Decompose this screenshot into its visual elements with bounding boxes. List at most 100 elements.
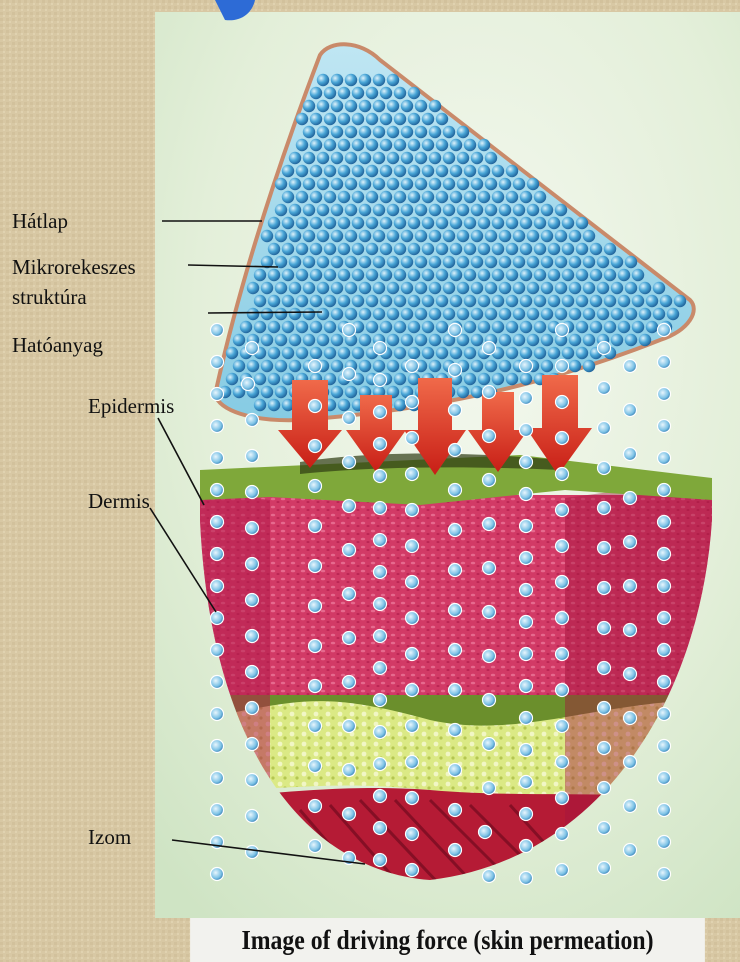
microcompartment-sphere bbox=[576, 217, 588, 229]
microcompartment-sphere bbox=[296, 269, 308, 281]
microcompartment-sphere bbox=[373, 100, 385, 112]
drug-particle bbox=[211, 644, 224, 657]
drug-particle bbox=[624, 360, 637, 373]
microcompartment-sphere bbox=[359, 100, 371, 112]
drug-particle bbox=[520, 488, 533, 501]
drug-particle bbox=[211, 388, 224, 401]
microcompartment-sphere bbox=[548, 295, 560, 307]
microcompartment-sphere bbox=[317, 178, 329, 190]
drug-particle bbox=[624, 448, 637, 461]
microcompartment-sphere bbox=[317, 74, 329, 86]
microcompartment-sphere bbox=[541, 360, 553, 372]
microcompartment-sphere bbox=[485, 256, 497, 268]
microcompartment-sphere bbox=[345, 386, 357, 398]
microcompartment-sphere bbox=[247, 282, 259, 294]
microcompartment-sphere bbox=[345, 126, 357, 138]
microcompartment-sphere bbox=[331, 256, 343, 268]
drug-particle bbox=[449, 404, 462, 417]
microcompartment-sphere bbox=[464, 373, 476, 385]
microcompartment-sphere bbox=[527, 282, 539, 294]
microcompartment-sphere bbox=[534, 321, 546, 333]
microcompartment-sphere bbox=[310, 87, 322, 99]
drug-particle bbox=[624, 536, 637, 549]
microcompartment-sphere bbox=[590, 295, 602, 307]
microcompartment-sphere bbox=[478, 165, 490, 177]
microcompartment-sphere bbox=[310, 191, 322, 203]
microcompartment-sphere bbox=[422, 165, 434, 177]
microcompartment-sphere bbox=[331, 204, 343, 216]
drug-particle bbox=[246, 666, 259, 679]
microcompartment-sphere bbox=[422, 269, 434, 281]
microcompartment-sphere bbox=[317, 100, 329, 112]
microcompartment-sphere bbox=[296, 295, 308, 307]
microcompartment-sphere bbox=[331, 152, 343, 164]
microcompartment-sphere bbox=[289, 178, 301, 190]
microcompartment-sphere bbox=[408, 165, 420, 177]
microcompartment-sphere bbox=[303, 126, 315, 138]
microcompartment-sphere bbox=[457, 126, 469, 138]
microcompartment-sphere bbox=[513, 178, 525, 190]
drug-particle bbox=[211, 452, 224, 465]
microcompartment-sphere bbox=[506, 269, 518, 281]
microcompartment-sphere bbox=[289, 204, 301, 216]
drug-particle bbox=[406, 576, 419, 589]
microcompartment-sphere bbox=[520, 269, 532, 281]
drug-particle bbox=[624, 668, 637, 681]
drug-particle bbox=[449, 764, 462, 777]
microcompartment-sphere bbox=[443, 178, 455, 190]
drug-particle bbox=[309, 720, 322, 733]
microcompartment-sphere bbox=[331, 282, 343, 294]
microcompartment-sphere bbox=[534, 243, 546, 255]
drug-particle bbox=[520, 424, 533, 437]
microcompartment-sphere bbox=[352, 347, 364, 359]
drug-particle bbox=[343, 324, 356, 337]
drug-particle bbox=[374, 726, 387, 739]
drug-particle bbox=[483, 342, 496, 355]
microcompartment-sphere bbox=[296, 347, 308, 359]
microcompartment-sphere bbox=[331, 360, 343, 372]
drug-particle bbox=[343, 808, 356, 821]
drug-particle bbox=[449, 324, 462, 337]
microcompartment-sphere bbox=[387, 308, 399, 320]
microcompartment-sphere bbox=[478, 191, 490, 203]
microcompartment-sphere bbox=[569, 308, 581, 320]
microcompartment-sphere bbox=[597, 308, 609, 320]
drug-particle bbox=[556, 324, 569, 337]
microcompartment-sphere bbox=[324, 87, 336, 99]
microcompartment-sphere bbox=[464, 139, 476, 151]
microcompartment-sphere bbox=[485, 204, 497, 216]
drug-particle bbox=[483, 738, 496, 751]
microcompartment-sphere bbox=[331, 126, 343, 138]
microcompartment-sphere bbox=[506, 321, 518, 333]
microcompartment-sphere bbox=[310, 243, 322, 255]
microcompartment-sphere bbox=[394, 165, 406, 177]
microcompartment-sphere bbox=[471, 204, 483, 216]
microcompartment-sphere bbox=[254, 269, 266, 281]
microcompartment-sphere bbox=[310, 321, 322, 333]
microcompartment-sphere bbox=[387, 126, 399, 138]
drug-particle bbox=[658, 452, 671, 465]
microcompartment-sphere bbox=[534, 295, 546, 307]
drug-particle bbox=[658, 388, 671, 401]
microcompartment-sphere bbox=[555, 308, 567, 320]
drug-particle bbox=[556, 360, 569, 373]
microcompartment-sphere bbox=[527, 178, 539, 190]
microcompartment-sphere bbox=[359, 230, 371, 242]
microcompartment-sphere bbox=[359, 204, 371, 216]
drug-particle bbox=[246, 702, 259, 715]
drug-particle bbox=[309, 520, 322, 533]
drug-particle bbox=[374, 566, 387, 579]
drug-particle bbox=[520, 744, 533, 757]
microcompartment-sphere bbox=[366, 87, 378, 99]
microcompartment-sphere bbox=[485, 152, 497, 164]
microcompartment-sphere bbox=[261, 282, 273, 294]
microcompartment-sphere bbox=[576, 243, 588, 255]
label-microcompartment-line2: struktúra bbox=[12, 283, 87, 311]
drug-particle bbox=[343, 544, 356, 557]
microcompartment-sphere bbox=[415, 256, 427, 268]
microcompartment-sphere bbox=[506, 295, 518, 307]
microcompartment-sphere bbox=[380, 321, 392, 333]
label-backing: Hátlap bbox=[12, 207, 68, 235]
drug-particle bbox=[406, 828, 419, 841]
microcompartment-sphere bbox=[443, 126, 455, 138]
